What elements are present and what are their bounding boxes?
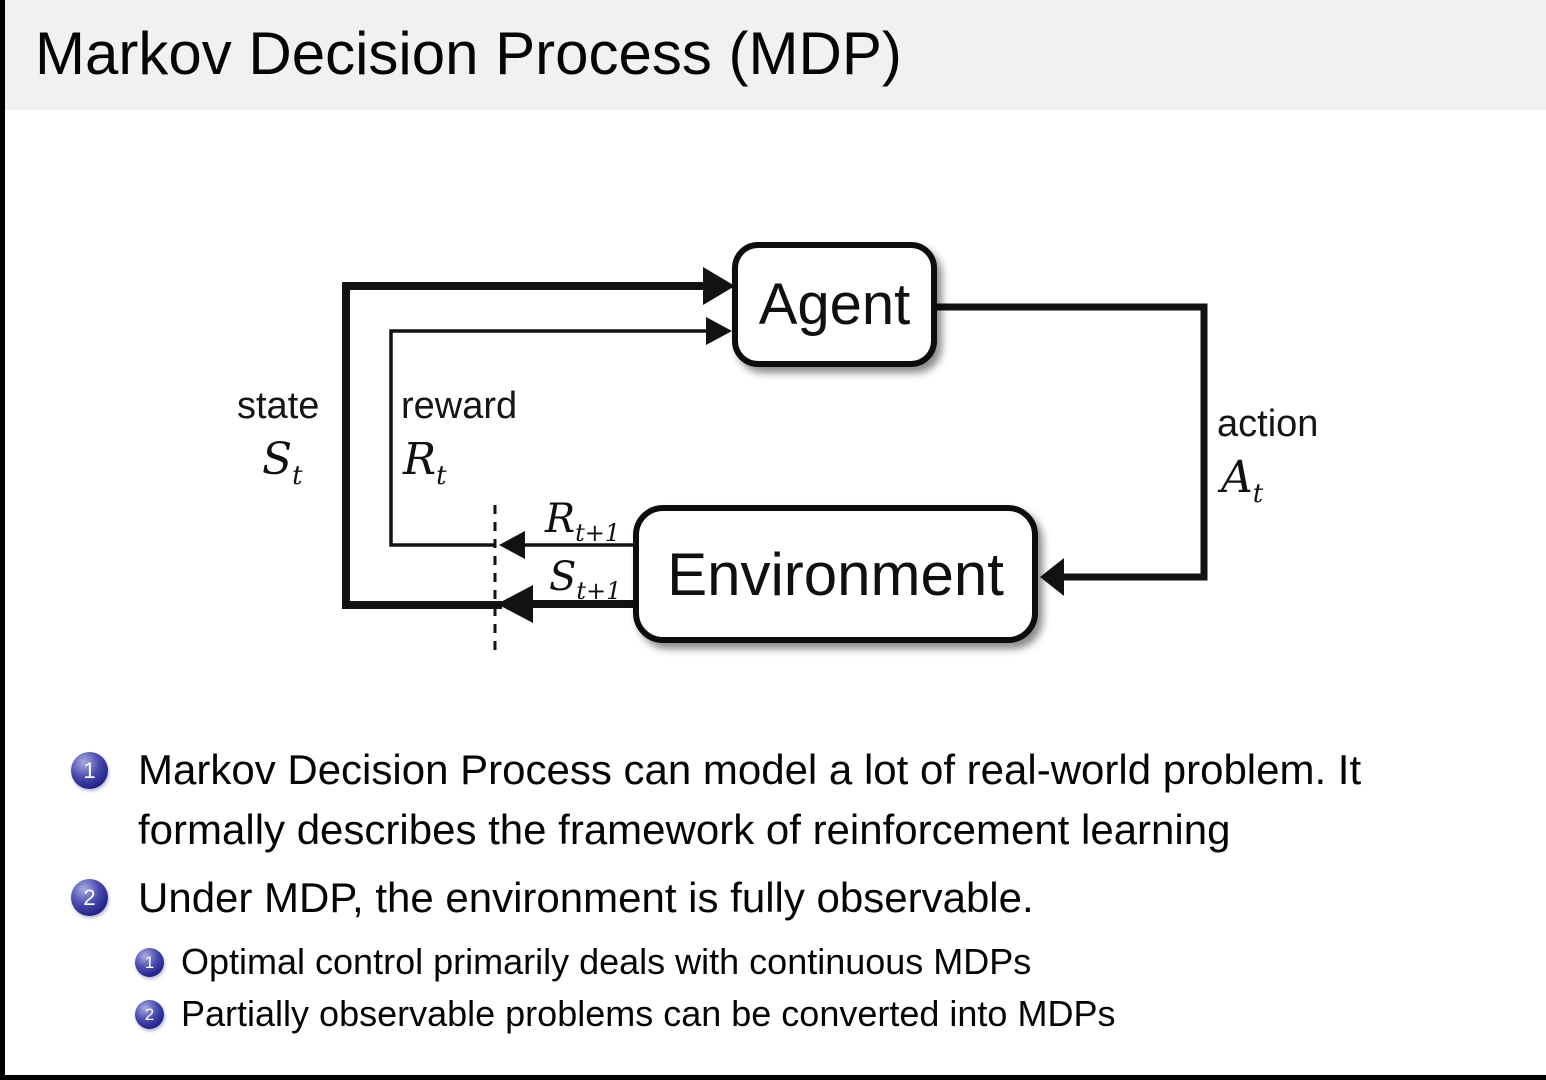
bullet-1-number: 1 bbox=[83, 757, 96, 783]
next-state-label: St+1 bbox=[549, 554, 621, 603]
action-line bbox=[937, 303, 1208, 581]
reward-word-label: reward bbox=[401, 385, 518, 427]
action-symbol-sub: t bbox=[1252, 478, 1264, 509]
reward-loop-line bbox=[389, 329, 708, 547]
title-bar: Markov Decision Process (MDP) bbox=[5, 0, 1546, 110]
state-symbol-sub: t bbox=[292, 460, 303, 491]
agent-label: Agent bbox=[758, 272, 911, 337]
action-word-label: action bbox=[1217, 403, 1319, 445]
action-arrowhead bbox=[1040, 558, 1064, 596]
action-symbol-base: A bbox=[1221, 452, 1253, 503]
bullet-2-badge: 2 bbox=[71, 879, 108, 916]
bullet-1-line-1: Markov Decision Process can model a lot … bbox=[138, 746, 1362, 793]
sub-bullet-2-number: 2 bbox=[144, 1004, 155, 1024]
reward-symbol-base: R bbox=[403, 434, 437, 485]
state-symbol-base: S bbox=[262, 434, 293, 485]
bullet-1-line-2: formally describes the framework of rein… bbox=[138, 806, 1231, 853]
sub-bullet-1-text: Optimal control primarily deals with con… bbox=[181, 941, 1032, 982]
state-arrowhead bbox=[703, 267, 735, 305]
bullet-2-text: Under MDP, the environment is fully obse… bbox=[138, 874, 1034, 921]
next-state-sub: t+1 bbox=[576, 577, 622, 605]
state-symbol-label: St bbox=[262, 434, 303, 489]
reward-symbol-sub: t bbox=[436, 460, 447, 491]
sub-bullet-2-text: Partially observable problems can be con… bbox=[181, 993, 1116, 1034]
page-title: Markov Decision Process (MDP) bbox=[35, 20, 902, 87]
reward-arrowhead bbox=[706, 317, 732, 345]
next-reward-label: Rt+1 bbox=[545, 496, 620, 545]
next-reward-base: R bbox=[545, 496, 576, 542]
environment-label: Environment bbox=[667, 540, 1004, 608]
sub-bullet-1-badge: 1 bbox=[135, 948, 164, 977]
mdp-loop-diagram bbox=[342, 267, 1208, 652]
environment-box: Environment bbox=[633, 505, 1038, 643]
sub-bullet-1-number: 1 bbox=[144, 952, 155, 972]
bullet-1-text: Markov Decision Process can model a lot … bbox=[138, 740, 1361, 860]
bullet-1-badge: 1 bbox=[71, 752, 108, 789]
bullet-2-number: 2 bbox=[83, 884, 96, 910]
next-state-arrowhead bbox=[497, 585, 533, 623]
next-reward-arrowhead bbox=[499, 531, 525, 559]
next-reward-sub: t+1 bbox=[575, 519, 621, 547]
state-loop-line bbox=[342, 282, 705, 609]
action-symbol-label: At bbox=[1221, 452, 1263, 507]
state-word-label: state bbox=[237, 385, 320, 427]
reward-symbol-label: Rt bbox=[403, 434, 447, 489]
agent-box: Agent bbox=[732, 242, 937, 367]
next-state-base: S bbox=[549, 554, 577, 600]
sub-bullet-2-badge: 2 bbox=[135, 1000, 164, 1029]
